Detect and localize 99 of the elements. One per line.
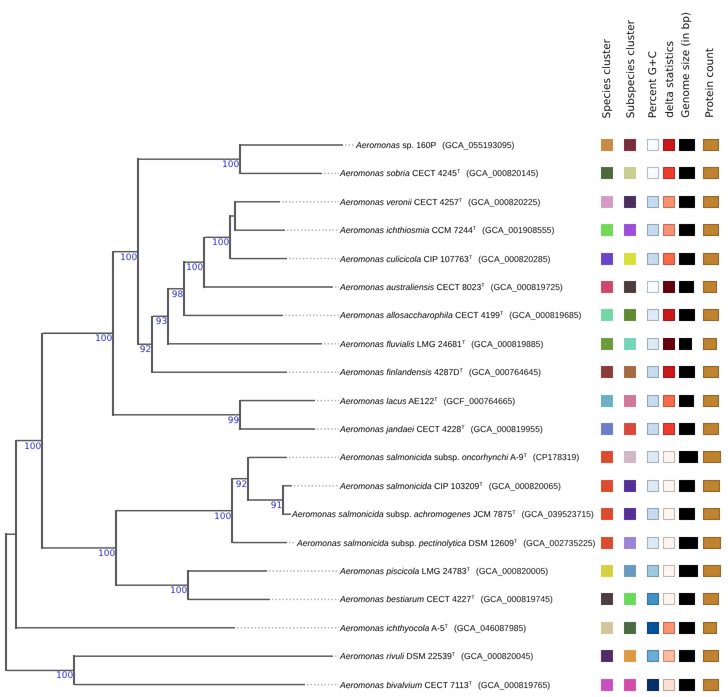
bootstrap-value: 100 — [212, 238, 230, 248]
bootstrap-value: 91 — [270, 500, 282, 511]
branch-line — [240, 428, 339, 430]
taxon-name: Aeromonas piscicola LMG 24783$^{T}$ — [340, 565, 470, 577]
branch-line — [240, 172, 339, 174]
column-header: Subspecies cluster — [624, 20, 638, 118]
taxon-name: Aeromonas fluvialis LMG 24681$^{T}$ — [340, 338, 466, 350]
branch-line — [116, 584, 188, 586]
branch-line — [184, 314, 339, 316]
branch-line — [204, 286, 339, 288]
taxon-name: Aeromonas sobria CECT 4245$^{T}$ — [340, 167, 460, 180]
branch-line — [6, 670, 74, 672]
branch-line — [232, 542, 296, 544]
branch-line — [284, 514, 291, 515]
bootstrap-value: 93 — [156, 317, 168, 328]
accession-number: (GCA_000820065) — [488, 480, 561, 492]
bootstrap-value: 100 — [120, 252, 138, 263]
bootstrap-value: 100 — [98, 548, 116, 559]
accession-number: (GCA_000819885) — [471, 338, 544, 350]
accession-number: (GCA_000819685) — [509, 309, 582, 322]
branch-line — [248, 456, 339, 458]
branch-line — [114, 414, 240, 416]
branch-line — [184, 261, 204, 263]
bootstrap-value: 100 — [95, 334, 112, 344]
accession-number: (GCA_000820285) — [478, 252, 550, 265]
bootstrap-value: 100 — [56, 671, 74, 682]
branch-line — [152, 372, 339, 373]
branch-line — [168, 343, 339, 344]
accession-number: (GCA_000819955) — [470, 423, 543, 435]
taxon-name: Aeromonas salmonicida subsp. oncorhynchi A-9$^{T}$ — [340, 451, 527, 464]
branch-line — [138, 344, 152, 345]
branch-line — [16, 627, 339, 628]
accession-number: (GCA_002735225) — [523, 536, 596, 549]
branch-line — [74, 684, 339, 686]
taxon-name: Aeromonas ichthyocola A-5$^{T}$ — [340, 622, 448, 634]
branch-line — [138, 158, 240, 160]
column-header: Percent G+C — [646, 50, 660, 118]
taxon-name: Aeromonas bestiarum CECT 4227$^{T}$ — [340, 593, 475, 606]
branch-line — [42, 547, 116, 549]
accession-number: (GCA_000819725) — [490, 281, 563, 293]
taxon-name: Aeromonas salmonicida CIP 103209$^{T}$ — [340, 480, 483, 492]
taxon-name: Aeromonas sp. 160P — [356, 139, 436, 151]
accession-number: (GCA_000820145) — [466, 167, 538, 180]
branch-line — [240, 144, 355, 146]
branch-line — [248, 499, 282, 501]
taxon-name: Aeromonas salmonicida subsp. achromogenes JCM 7875$^{T}$ — [292, 508, 516, 520]
taxon-name: Aeromonas australiensis CECT 8023$^{T}$ — [340, 281, 485, 293]
branch-line — [236, 230, 339, 231]
branch-line — [168, 288, 184, 290]
taxon-name: Aeromonas salmonicida subsp. pectinolytica DSM 12609$^{T}$ — [297, 536, 518, 549]
bootstrap-value: 100 — [214, 512, 232, 522]
taxon-name: Aeromonas rivuli DSM 22539$^{T}$ — [340, 650, 456, 662]
branch-line — [152, 316, 168, 317]
accession-number: (GCA_000764645) — [468, 366, 541, 378]
bootstrap-value: 100 — [222, 160, 240, 170]
accession-number: (GCA_000819765) — [478, 678, 550, 691]
bootstrap-value: 100 — [186, 263, 204, 274]
branch-line — [74, 656, 339, 657]
column-header: Protein count — [704, 48, 716, 118]
branch-line — [236, 201, 339, 202]
accession-number: (GCF_000764665) — [444, 394, 516, 407]
branch-line — [188, 598, 339, 600]
bootstrap-value: 92 — [140, 345, 152, 356]
branch-line — [240, 400, 339, 402]
branch-line — [204, 236, 230, 238]
branch-line — [6, 534, 16, 535]
branch-line — [230, 258, 339, 260]
taxon-name: Aeromonas culicicola CIP 107763$^{T}$ — [340, 252, 472, 265]
accession-number: (GCA_039523715) — [522, 508, 594, 520]
accession-number: (GCA_046087985) — [454, 622, 526, 634]
taxon-name: Aeromonas jandaei CECT 4228$^{T}$ — [340, 423, 465, 435]
bootstrap-value: 100 — [24, 442, 42, 452]
accession-number: (GCA_000819745) — [480, 593, 553, 606]
column-header: Genome size (in bp) — [680, 12, 692, 118]
taxon-name: Aeromonas ichthiosmia CCM 7244$^{T}$ — [340, 224, 476, 236]
bootstrap-value: 98 — [172, 290, 184, 300]
taxon-name: Aeromonas finlandensis 4287D$^{T}$ — [340, 366, 463, 378]
bootstrap-value: 92 — [236, 480, 248, 490]
branch-line — [188, 570, 339, 572]
column-header: Species cluster — [600, 38, 614, 118]
taxon-name: Aeromonas bivalvium CECT 7113$^{T}$ — [340, 678, 472, 691]
branch-line — [16, 440, 42, 442]
branch-line — [284, 485, 339, 486]
bootstrap-value: 100 — [170, 586, 188, 596]
accession-number: (GCA_000820225) — [468, 196, 540, 208]
taxon-name: Aeromonas allosaccharophila CECT 4199$^{T}$ — [340, 309, 504, 322]
branch-line — [116, 510, 232, 512]
branch-line — [42, 332, 112, 334]
branch-line — [114, 251, 138, 252]
accession-number: (GCA_000820005) — [476, 565, 548, 577]
column-header: delta statistics — [664, 41, 676, 118]
accession-number: (GCA_001908555) — [482, 224, 554, 236]
bootstrap-value: 99 — [228, 416, 240, 426]
accession-number: (GCA_000820045) — [461, 650, 534, 662]
accession-number: (GCA_055193095) — [442, 139, 514, 151]
taxon-name: Aeromonas veronii CECT 4257$^{T}$ — [340, 196, 462, 208]
branch-line — [232, 478, 248, 480]
accession-number: (CP178319) — [532, 451, 580, 464]
taxon-name: Aeromonas lacus AE122$^{T}$ — [340, 394, 438, 407]
